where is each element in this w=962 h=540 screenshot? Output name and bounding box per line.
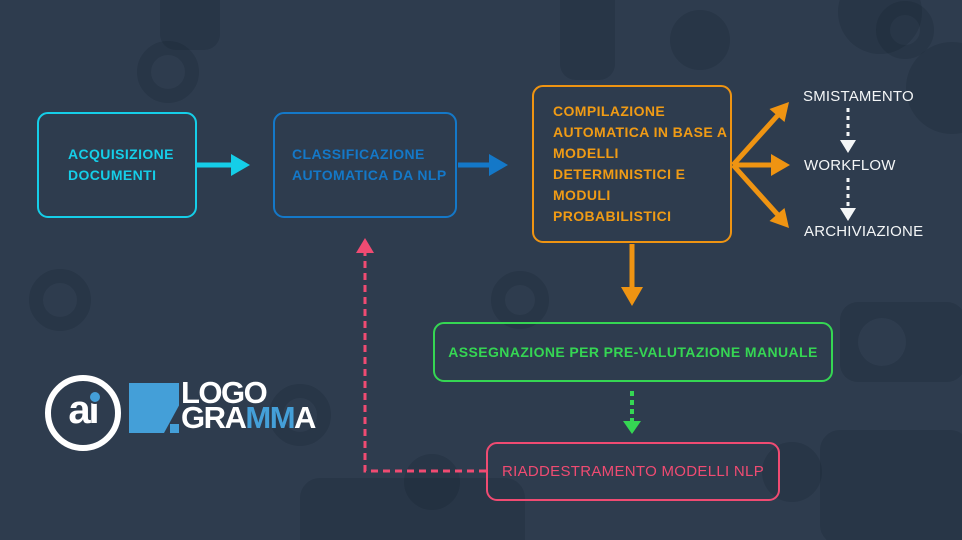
arrow-classificazione-to-compilazione <box>458 154 508 176</box>
node-compilazione-automatica[interactable]: COMPILAZIONE AUTOMATICA IN BASE A MODELL… <box>532 85 732 243</box>
node-acquisizione-documenti[interactable]: ACQUISIZIONE DOCUMENTI <box>37 112 197 218</box>
node-classificazione-automatica-nlp[interactable]: CLASSIFICAZIONE AUTOMATICA DA NLP <box>273 112 457 218</box>
outcome-label-archiviazione: ARCHIVIAZIONE <box>804 223 924 240</box>
node-assegnazione-pre-valutazione[interactable]: ASSEGNAZIONE PER PRE-VALUTAZIONE MANUALE <box>433 322 833 382</box>
outcome-label-workflow: WORKFLOW <box>804 157 896 174</box>
arrow-compilazione-to-workflow <box>733 154 790 176</box>
logo-line1: LOGO <box>181 375 268 410</box>
arrow-compilazione-to-archiviazione <box>731 163 789 228</box>
node-label: ASSEGNAZIONE PER PRE-VALUTAZIONE MANUALE <box>448 343 818 360</box>
logo-line2-accent: MM <box>245 400 295 435</box>
i-dot-icon <box>88 390 102 404</box>
logo-blue-dot-icon <box>170 424 179 433</box>
logo-line2-suffix: A <box>294 400 316 435</box>
node-riaddestramento-modelli-nlp[interactable]: RIADDESTRAMENTO MODELLI NLP <box>486 442 780 501</box>
arrow-acquisizione-to-classificazione <box>197 154 250 176</box>
ai-circle-logo-icon: ai <box>45 375 121 451</box>
logo-line2-prefix: GRA <box>181 400 247 435</box>
dashed-arrow-workflow-to-archiviazione <box>840 178 856 221</box>
node-label: COMPILAZIONE AUTOMATICA IN BASE A MODELL… <box>553 103 728 224</box>
node-label: CLASSIFICAZIONE AUTOMATICA DA NLP <box>292 146 447 183</box>
node-label: ACQUISIZIONE DOCUMENTI <box>68 146 174 183</box>
dashed-arrow-assegnazione-to-riaddestramento <box>623 391 641 434</box>
logo-wordmark: LOGO GRAMMA <box>181 377 316 433</box>
arrow-compilazione-to-assegnazione <box>621 244 643 306</box>
node-label: RIADDESTRAMENTO MODELLI NLP <box>501 463 765 480</box>
logogramma-logo: ai LOGO GRAMMA <box>45 372 345 464</box>
outcome-label-smistamento: SMISTAMENTO <box>803 88 914 105</box>
arrow-compilazione-to-smistamento <box>731 102 789 167</box>
dashed-arrow-smistamento-to-workflow <box>840 108 856 153</box>
